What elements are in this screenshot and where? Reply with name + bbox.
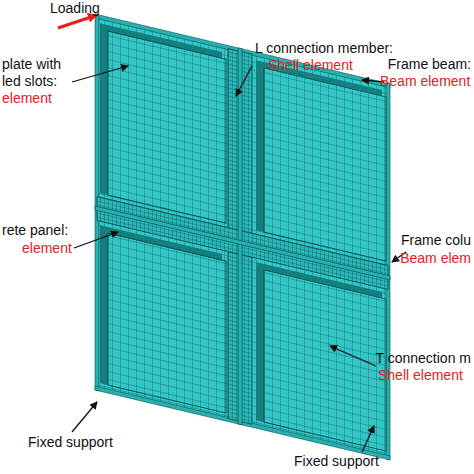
element-type-label: element — [22, 240, 72, 257]
part-label: plate with — [2, 56, 61, 73]
element-type-label: Shell element — [378, 367, 463, 384]
part-label: Fixed support — [294, 453, 379, 470]
loading-arrow — [58, 15, 97, 28]
part-label: Loading — [50, 0, 100, 17]
element-type-label: element — [2, 90, 52, 107]
part-label: Fixed support — [28, 434, 113, 451]
leader-lines — [72, 66, 406, 452]
part-label: L connection member: — [255, 40, 393, 57]
part-label: rete panel: — [2, 222, 68, 239]
element-type-label: Beam element — [380, 73, 470, 90]
part-label: T connection m — [376, 350, 471, 367]
part-label: Frame beam: — [388, 56, 471, 73]
part-label: led slots: — [2, 73, 57, 90]
element-type-label: Beam elem — [400, 250, 471, 267]
element-type-label: Shell element — [268, 57, 353, 74]
part-label: Frame colu — [401, 232, 471, 249]
